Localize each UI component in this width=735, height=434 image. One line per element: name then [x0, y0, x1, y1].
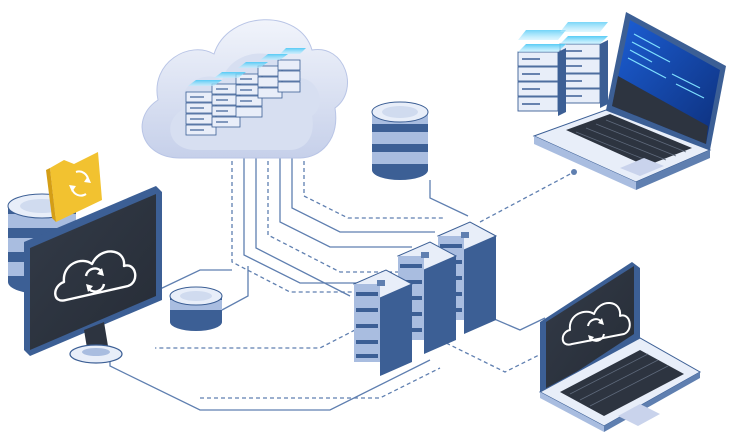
server-rack-1	[352, 269, 414, 376]
glowing-server-stack	[517, 22, 608, 116]
desktop-monitor	[24, 186, 162, 364]
cloud-sync-icon	[54, 250, 137, 302]
database-cylinder-top	[371, 101, 429, 180]
laptop-bottom-right	[538, 262, 702, 432]
laptop-top-right	[532, 12, 726, 190]
folder-sync-icon	[46, 152, 102, 222]
cloud-datacenter	[141, 19, 348, 159]
server-rack-cluster	[352, 221, 498, 376]
cloud-sync-icon-laptop	[561, 302, 631, 346]
database-cylinder-small	[169, 286, 223, 331]
code-lines	[627, 33, 705, 99]
cloud-server-stacks	[185, 48, 306, 136]
network-connections	[109, 140, 577, 411]
